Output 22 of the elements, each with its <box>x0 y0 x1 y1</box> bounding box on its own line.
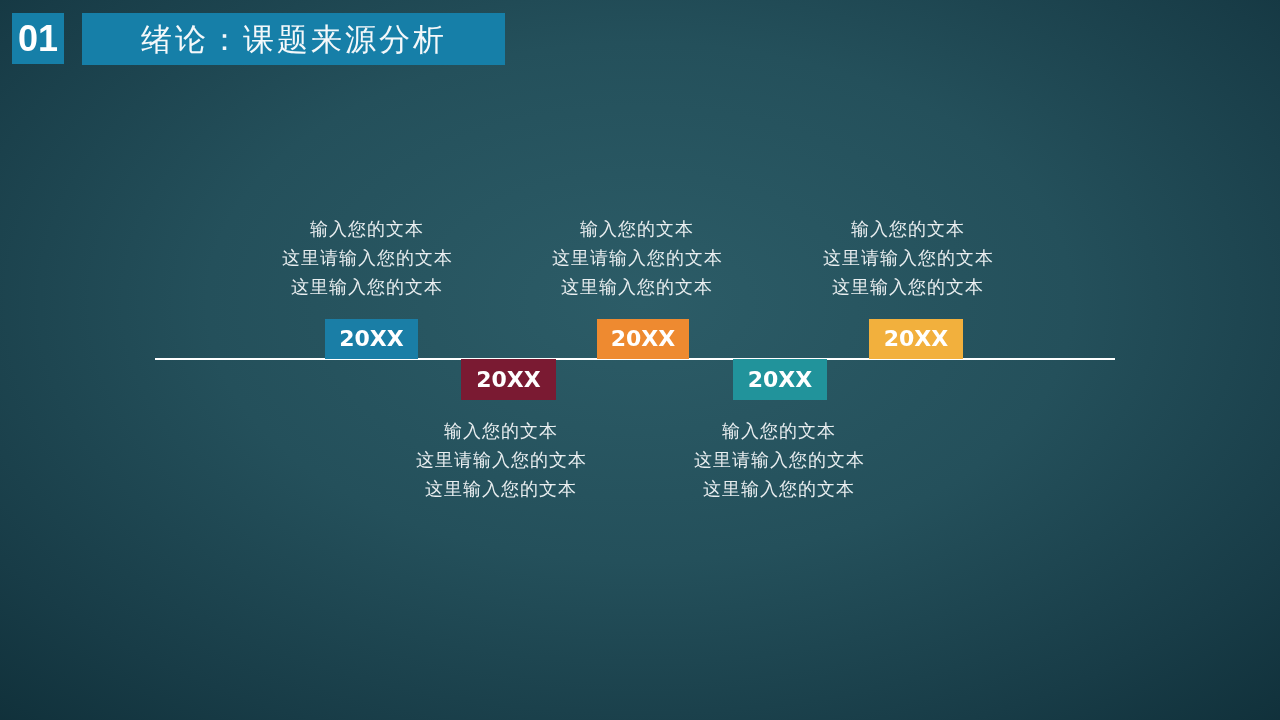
description-text: 这里输入您的文本 <box>832 275 984 299</box>
description-text: 这里请输入您的文本 <box>693 448 865 472</box>
number-badge: 01 <box>12 13 64 64</box>
title-bar: 绪论：课题来源分析 <box>82 13 505 65</box>
description-text: 这里输入您的文本 <box>291 275 443 299</box>
description-text: 输入您的文本 <box>444 419 558 443</box>
description-text: 输入您的文本 <box>580 217 694 241</box>
description-text: 这里输入您的文本 <box>703 477 855 501</box>
description-text: 这里请输入您的文本 <box>822 246 994 270</box>
description-text: 这里请输入您的文本 <box>415 448 587 472</box>
year-box: 20XX <box>869 319 963 359</box>
year-box: 20XX <box>597 319 689 359</box>
year-box: 20XX <box>733 359 827 400</box>
year-box: 20XX <box>325 319 418 359</box>
description-text: 输入您的文本 <box>722 419 836 443</box>
year-box: 20XX <box>461 359 556 400</box>
description-text: 这里输入您的文本 <box>561 275 713 299</box>
description-text: 这里请输入您的文本 <box>551 246 723 270</box>
description-text: 输入您的文本 <box>310 217 424 241</box>
description-text: 输入您的文本 <box>851 217 965 241</box>
description-text: 这里请输入您的文本 <box>281 246 453 270</box>
description-text: 这里输入您的文本 <box>425 477 577 501</box>
